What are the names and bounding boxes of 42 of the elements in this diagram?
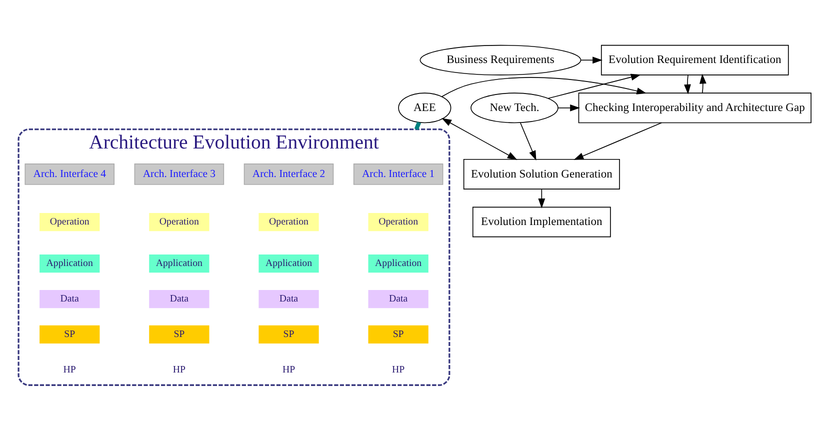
arrow bbox=[684, 74, 691, 94]
arrow bbox=[442, 118, 518, 160]
arrow bbox=[520, 122, 536, 161]
arrow bbox=[441, 77, 647, 98]
node-text: HP bbox=[392, 364, 405, 376]
node-box: Operation bbox=[40, 212, 100, 232]
arrow bbox=[580, 56, 602, 64]
node-text: HP bbox=[282, 364, 296, 376]
node-text: HP bbox=[63, 364, 76, 376]
arrow bbox=[558, 104, 580, 112]
connector bbox=[414, 122, 421, 130]
arrow bbox=[548, 74, 641, 99]
node-box: Operation bbox=[149, 212, 210, 232]
node-box: Arch. Interface 3 bbox=[134, 164, 224, 185]
node-box: Application bbox=[149, 254, 210, 273]
node-box: Application bbox=[40, 254, 100, 273]
node-box: Application bbox=[368, 254, 428, 273]
node-box: Evolution Implementation bbox=[472, 206, 611, 238]
node-box: Evolution Requirement Identification bbox=[600, 44, 789, 76]
arrow bbox=[699, 74, 706, 94]
arrow bbox=[574, 122, 662, 160]
node-ellipse: Business Requirements bbox=[420, 44, 582, 76]
node-box: Arch. Interface 4 bbox=[24, 164, 115, 185]
node-box: SP bbox=[258, 325, 319, 344]
node-box: SP bbox=[40, 325, 100, 344]
node-box: Arch. Interface 1 bbox=[353, 164, 444, 185]
node-text: HP bbox=[172, 364, 186, 376]
node-box: Operation bbox=[368, 212, 428, 232]
node-ellipse: New Tech. bbox=[470, 92, 558, 124]
node-box: Evolution Solution Generation bbox=[463, 158, 620, 190]
node-box: Data bbox=[258, 290, 319, 308]
node-box: Data bbox=[368, 290, 428, 308]
node-box: Application bbox=[258, 254, 319, 273]
node-box: SP bbox=[368, 325, 428, 344]
node-box: Checking Interoperability and Architecture Gap bbox=[578, 92, 812, 124]
node-box: SP bbox=[149, 325, 210, 344]
node-ellipse: AEE bbox=[398, 92, 452, 124]
node-box: Data bbox=[40, 290, 100, 308]
node-box: Arch. Interface 2 bbox=[244, 164, 334, 185]
node-box: Data bbox=[149, 290, 210, 308]
arrow bbox=[538, 188, 546, 208]
node-box: Operation bbox=[258, 212, 319, 232]
